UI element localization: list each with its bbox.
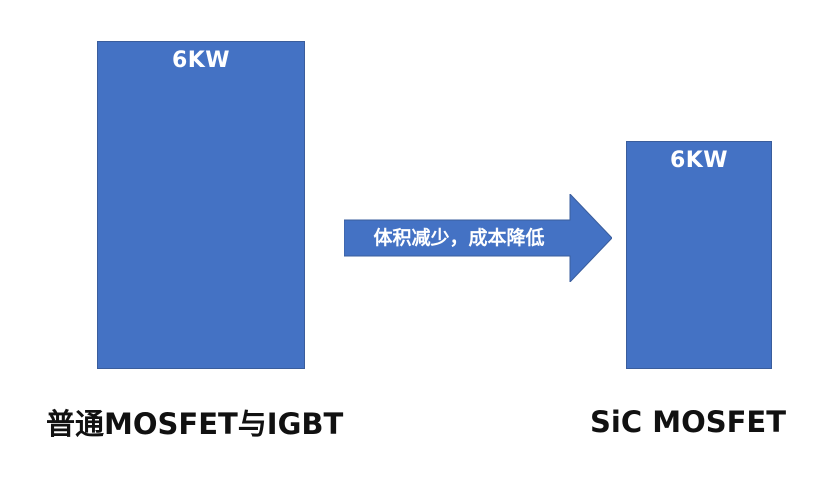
sic-device-block: 6KW — [626, 141, 772, 369]
right-arrow-icon — [344, 194, 612, 282]
sic-power-label: 6KW — [669, 148, 729, 173]
conventional-device-block: 6KW — [97, 41, 305, 369]
sic-device-caption: SiC MOSFET — [590, 405, 787, 439]
arrow-label: 体积减少，成本降低 — [373, 227, 545, 249]
conventional-power-label: 6KW — [171, 48, 231, 73]
conventional-device-caption: 普通MOSFET与IGBT — [46, 407, 344, 441]
